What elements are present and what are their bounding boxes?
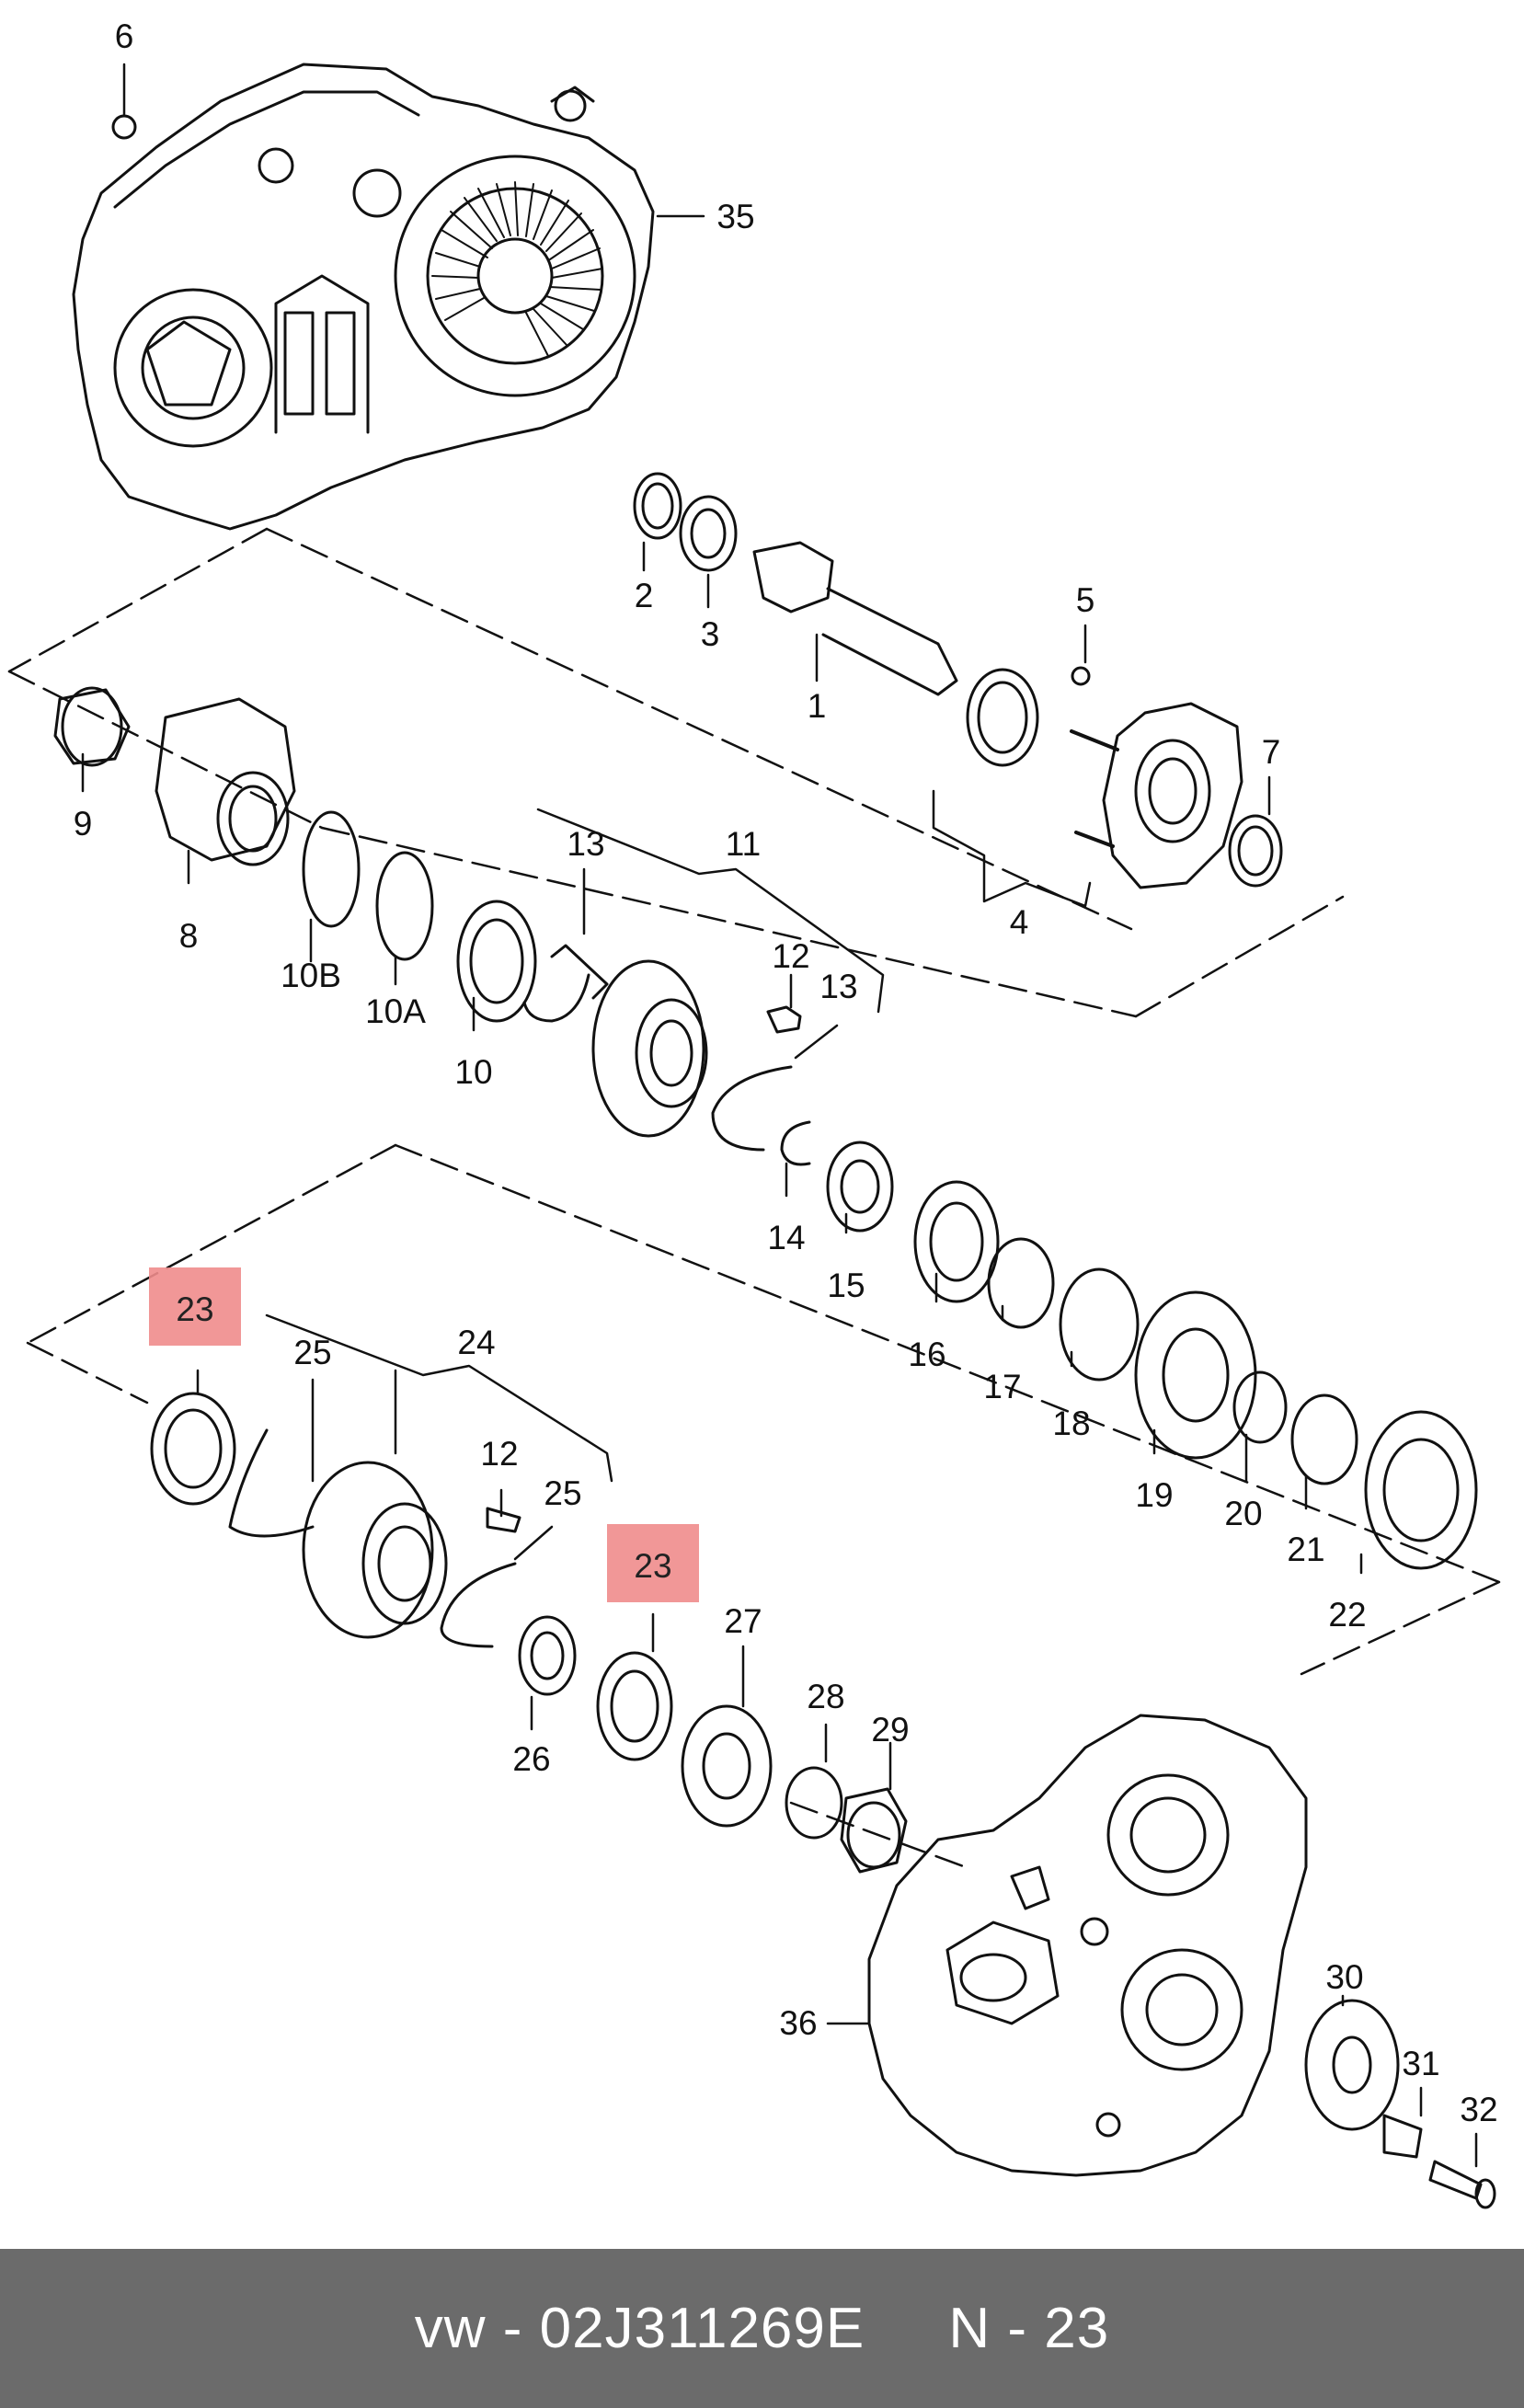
part-label-6[interactable]: 6 [115,17,134,55]
part-label-11[interactable]: 11 [726,825,761,863]
input-shaft-assembly [633,472,1283,889]
part-label-23-lower[interactable]: 23 [634,1547,671,1585]
part-label-22[interactable]: 22 [1328,1596,1366,1634]
part-label-27[interactable]: 27 [724,1602,762,1640]
part-label-12-lower[interactable]: 12 [480,1435,518,1473]
part-label-25-lower[interactable]: 25 [544,1474,581,1512]
highlight-box-23-upper [149,1267,241,1346]
part-label-21[interactable]: 21 [1287,1531,1324,1568]
part-label-28[interactable]: 28 [807,1678,844,1715]
gearbox-housing-bottom [867,1714,1496,2209]
part-label-8[interactable]: 8 [179,917,199,955]
part-label-32[interactable]: 32 [1460,2091,1497,2128]
part-label-25-upper[interactable]: 25 [293,1334,331,1371]
part-label-13-upper[interactable]: 13 [567,825,604,863]
part-label-10B[interactable]: 10B [281,957,341,994]
part-label-26[interactable]: 26 [512,1740,550,1778]
part-label-3[interactable]: 3 [701,615,720,653]
part-label-31[interactable]: 31 [1402,2045,1439,2082]
part-label-10[interactable]: 10 [454,1053,492,1091]
footer-caption-bar: vw - 02J311269E N - 23 [0,2249,1524,2408]
exploded-gearbox-diagram: 6 35 2 3 1 5 7 4 9 8 10B 10A 10 13 11 12… [7,17,1501,2209]
part-label-10A[interactable]: 10A [365,992,426,1030]
leader-lines [81,63,1478,2168]
part-label-16[interactable]: 16 [908,1336,945,1373]
part-label-13-lower[interactable]: 13 [819,968,857,1005]
part-label-36[interactable]: 36 [779,2004,817,2042]
main-shaft-row-3 [150,1392,908,1874]
part-label-12-upper[interactable]: 12 [772,937,809,975]
assembly-boundary-lines [7,527,1501,1869]
part-label-1[interactable]: 1 [808,687,827,725]
part-label-29[interactable]: 29 [871,1711,909,1749]
part-label-7[interactable]: 7 [1262,733,1281,771]
part-label-9[interactable]: 9 [74,805,93,843]
part-label-23-upper[interactable]: 23 [176,1290,213,1328]
part-label-14[interactable]: 14 [767,1219,805,1256]
footer-part-number-text: vw - 02J311269E N - 23 [414,2297,1110,2360]
part-label-17[interactable]: 17 [983,1368,1021,1405]
part-label-18[interactable]: 18 [1052,1405,1090,1442]
gearbox-housing-top [72,63,655,531]
part-labels: 6 35 2 3 1 5 7 4 9 8 10B 10A 10 13 11 12… [74,17,1498,2128]
main-shaft-row-2 [53,686,1478,1570]
highlight-box-23-lower [607,1524,699,1602]
part-label-5[interactable]: 5 [1076,581,1095,619]
part-label-35[interactable]: 35 [716,198,754,235]
part-label-20[interactable]: 20 [1224,1495,1262,1532]
part-label-2[interactable]: 2 [635,577,654,614]
part-label-24[interactable]: 24 [457,1324,495,1361]
part-label-15[interactable]: 15 [827,1267,865,1304]
part-label-4[interactable]: 4 [1010,903,1029,941]
part-label-30[interactable]: 30 [1325,1958,1363,1996]
part-label-19[interactable]: 19 [1135,1476,1173,1514]
